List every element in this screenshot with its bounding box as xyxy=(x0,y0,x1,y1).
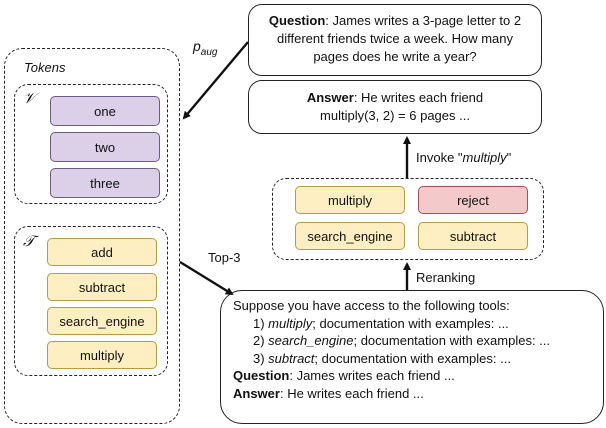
prompt-item-3-num: 3) xyxy=(253,350,269,366)
tool-token-multiply: multiply xyxy=(47,341,157,369)
arrow-paug xyxy=(182,41,249,120)
vocab-group xyxy=(14,84,168,204)
p-aug-sub: aug xyxy=(200,46,218,58)
prompt-answer-text: : He writes each friend ... xyxy=(279,385,424,401)
prompt-intro: Suppose you have access to the following… xyxy=(233,298,510,313)
prompt-question-label: Question xyxy=(233,368,290,383)
arrow-top3 xyxy=(179,260,234,296)
rerank-chip-multiply: multiply xyxy=(295,186,405,214)
prompt-answer-label: Answer xyxy=(233,385,280,401)
question-text: : James writes a 3-page letter to 2 diff… xyxy=(276,13,522,64)
rerank-chip-reject: reject xyxy=(418,186,528,214)
prompt-box: Suppose you have access to the following… xyxy=(220,290,604,424)
invoke-label: Invoke "multiply" xyxy=(416,150,511,165)
tool-symbol: 𝒯 xyxy=(23,232,35,250)
prompt-item-2-rest: ; documentation with examples: ... xyxy=(353,333,551,348)
vocab-token-one: one xyxy=(50,96,160,126)
top3-label: Top-3 xyxy=(208,250,241,265)
prompt-question-text: : James writes each friend ... xyxy=(289,368,455,383)
prompt-item-1-tool: multiply xyxy=(268,315,313,331)
reranking-label: Reranking xyxy=(416,270,476,285)
prompt-item-1: 1) multiply; documentation with examples… xyxy=(233,315,591,333)
tool-token-search-engine: search_engine xyxy=(47,307,157,335)
answer-line2: multiply(3, 2) = 6 pages ... xyxy=(320,108,470,123)
tool-group xyxy=(14,226,168,376)
prompt-question: Question: James writes each friend ... xyxy=(233,367,591,385)
tokens-title: Tokens xyxy=(24,60,66,75)
p-aug-main: p xyxy=(193,38,201,54)
tool-token-add: add xyxy=(47,238,157,266)
vocab-symbol: 𝒱 xyxy=(23,89,36,107)
reranked-tools-group xyxy=(272,178,544,260)
rerank-chip-subtract: subtract xyxy=(418,222,528,250)
answer-box: Answer: He writes each friend multiply(3… xyxy=(248,80,542,134)
prompt-item-1-rest: ; documentation with examples: ... xyxy=(312,315,509,331)
prompt-item-2: 2) search_engine; documentation with exa… xyxy=(233,332,591,350)
prompt-item-3-rest: ; documentation with examples: ... xyxy=(314,350,511,366)
vocab-token-two: two xyxy=(50,132,160,162)
question-label: Question xyxy=(268,13,326,28)
question-box: Question: James writes a 3-page letter t… xyxy=(248,4,542,76)
answer-label: Answer xyxy=(306,90,354,105)
invoke-tool: multiply xyxy=(462,150,507,165)
prompt-item-2-num: 2) xyxy=(253,333,269,348)
tool-token-subtract: subtract xyxy=(47,273,157,301)
tokens-container xyxy=(4,48,180,424)
answer-line1: : He writes each friend xyxy=(353,90,484,105)
p-aug-label: paug xyxy=(193,38,217,58)
vocab-token-three: three xyxy=(50,168,160,198)
prompt-item-2-tool: search_engine xyxy=(268,333,354,348)
prompt-item-1-num: 1) xyxy=(253,315,269,331)
prompt-item-3: 3) subtract; documentation with examples… xyxy=(233,350,591,368)
prompt-answer: Answer: He writes each friend ... xyxy=(233,385,591,403)
invoke-suffix: " xyxy=(506,150,512,165)
rerank-chip-search-engine: search_engine xyxy=(295,222,405,250)
prompt-item-3-tool: subtract xyxy=(268,350,315,366)
invoke-prefix: Invoke " xyxy=(416,150,463,165)
